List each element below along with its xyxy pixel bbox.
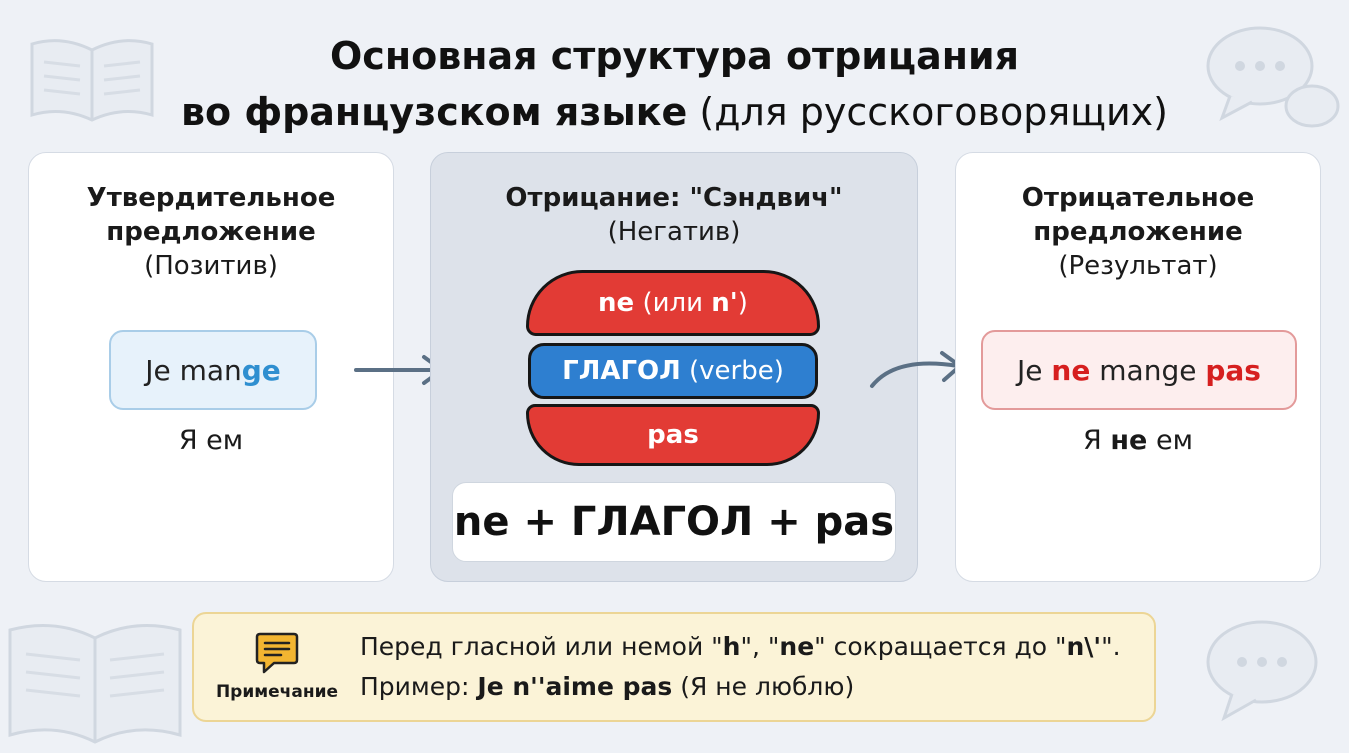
negative-heading-line1: Отрицательное (1021, 183, 1255, 213)
speech-bubble-icon (1206, 26, 1340, 128)
note-l1-d: ". (1101, 632, 1121, 661)
note-box (192, 612, 1156, 722)
affirmative-heading-line1: Утвердительное (86, 183, 336, 213)
bottom-bun-pas: pas (647, 420, 699, 450)
note-l1-a: Перед гласной или немой " (360, 632, 723, 661)
note-l1-ne: ne (779, 632, 815, 661)
sandwich-verb-layer: ГЛАГОЛ (verbe) (528, 343, 818, 399)
note-l2-a: Пример: (360, 672, 470, 701)
affirmative-translation: Я ем (178, 425, 244, 456)
affirmative-heading-line2: предложение (106, 217, 316, 247)
affirmative-subheading: (Позитив) (144, 251, 278, 281)
negative-example-ne: ne (1051, 353, 1091, 387)
negative-example-pas: pas (1205, 353, 1261, 387)
top-bun-n-apostrophe: n' (711, 288, 738, 318)
negative-translation: Я не ем (956, 425, 1320, 456)
note-line-2: Пример: Je n''aime pas (Я не люблю) (360, 672, 854, 701)
title-line-2-bold: во французском языке (181, 90, 688, 134)
negative-translation-em: ем (1155, 425, 1193, 456)
page-title: Основная структура отрицания во французс… (0, 28, 1349, 140)
affirmative-example-ending: ge (241, 353, 281, 387)
title-line-1: Основная структура отрицания (330, 34, 1019, 78)
negation-formula: ne + ГЛАГОЛ + pas (452, 482, 896, 562)
note-l1-h: h (722, 632, 741, 661)
sandwich-top-bun: ne (или n') (526, 270, 820, 336)
note-l1-b: ", " (740, 632, 780, 661)
negative-panel: Отрицательное предложение (Результат) Je… (955, 152, 1321, 582)
affirmative-heading: Утвердительное предложение (Позитив) (29, 181, 393, 283)
note-l2-c: (Я не люблю) (680, 672, 855, 701)
title-line-2-normal: (для русскоговорящих) (699, 90, 1168, 134)
negative-translation-ne: не (1110, 425, 1148, 456)
affirmative-panel: Утвердительное предложение (Позитив) Je … (28, 152, 394, 582)
top-bun-ne: ne (598, 288, 635, 318)
sandwich-bottom-bun: pas (526, 404, 820, 466)
open-book-icon (30, 39, 154, 122)
negative-heading-line2: предложение (1033, 217, 1243, 247)
affirmative-example-stem: Je man (145, 353, 242, 387)
negative-example-mange: mange (1099, 353, 1197, 387)
open-book-icon (8, 624, 182, 744)
note-line-1: Перед гласной или немой "h", "ne" сокращ… (360, 632, 1121, 661)
note-l1-n: n\' (1066, 632, 1102, 661)
note-l2-b: Je n''aime pas (477, 672, 673, 701)
note-message-icon (255, 632, 299, 674)
negative-translation-ya: Я (1083, 425, 1102, 456)
verb-french: (verbe) (688, 356, 784, 386)
negative-example-box: Je ne mange pas (981, 330, 1297, 410)
negative-example-je: Je (1017, 353, 1043, 387)
negation-heading-text: Отрицание: "Сэндвич" (505, 183, 843, 213)
negative-heading: Отрицательное предложение (Результат) (956, 181, 1320, 283)
verb-label: ГЛАГОЛ (562, 356, 681, 386)
negative-subheading: (Результат) (1058, 251, 1218, 281)
top-bun-paren: ) (737, 288, 748, 318)
negation-subheading: (Негатив) (607, 217, 741, 247)
note-l1-c: " сокращается до " (814, 632, 1067, 661)
top-bun-or: (или (642, 288, 704, 318)
speech-bubble-icon (1206, 620, 1318, 722)
negation-heading: Отрицание: "Сэндвич" (Негатив) (431, 181, 917, 249)
note-label: Примечание (215, 682, 339, 702)
